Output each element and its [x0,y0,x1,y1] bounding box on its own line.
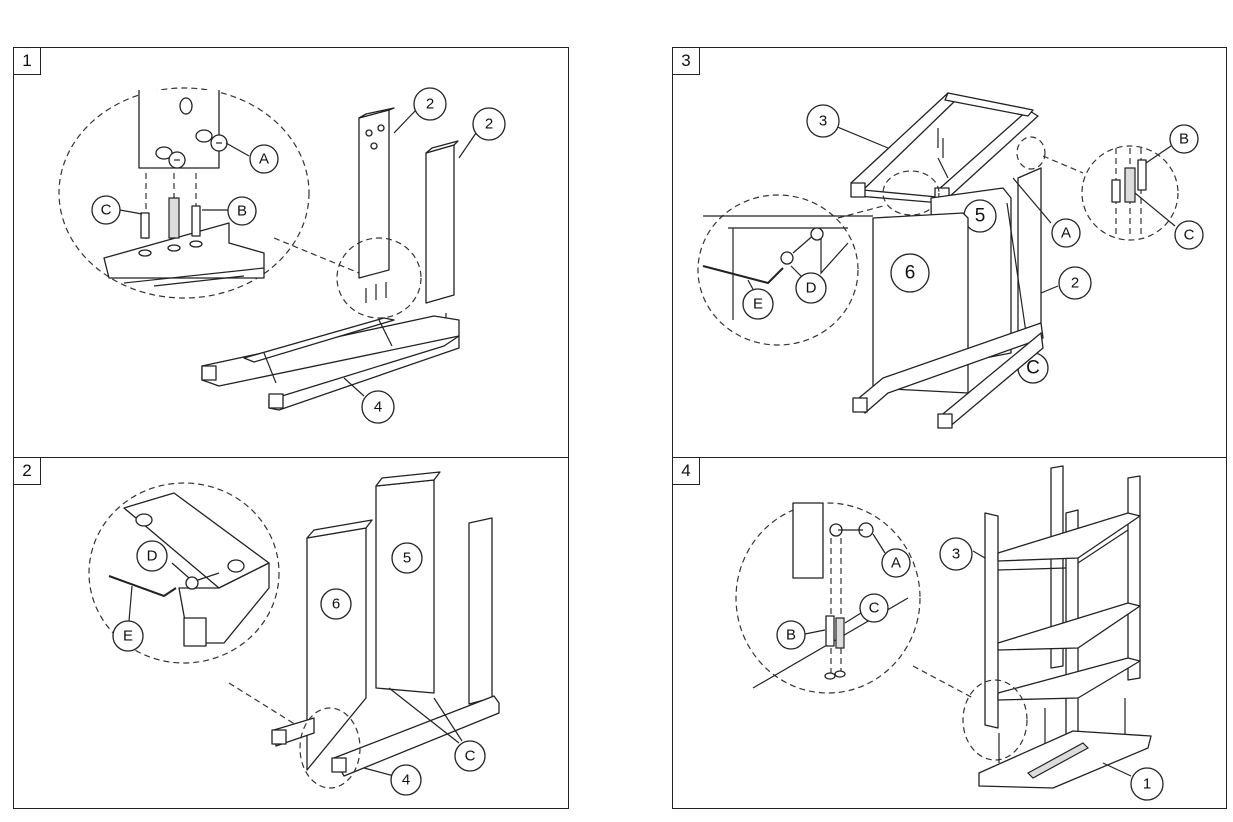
label-C: C [869,600,880,617]
label-E: E [123,628,133,645]
step-4-panel: 4 A C B 3 [672,457,1227,809]
label-C: C [101,202,112,219]
label-part-2: 2 [1071,275,1079,292]
label-part-3: 3 [819,113,827,130]
step-3-illustration: 3 E D 5 6 2 [697,92,1204,429]
label-C-large: C [1026,358,1040,379]
label-part-6: 6 [905,263,916,284]
label-D: D [806,280,817,297]
step-2-panel: 2 D E 6 5 [13,457,569,809]
label-part-4: 4 [374,399,382,416]
label-part-5: 5 [975,206,986,227]
label-part-3: 3 [952,546,960,563]
step-3-panel: 3 3 E D [672,47,1227,458]
label-B: B [786,627,796,644]
label-E: E [753,296,763,313]
step-2-illustration: D E 6 5 4 C [88,471,500,796]
label-part-5: 5 [403,550,411,567]
step-1-number: 1 [14,48,41,75]
label-part-1: 1 [1143,776,1151,793]
step-4-number: 4 [673,458,700,485]
step-1-panel: 1 A B [13,47,569,458]
step-1-illustration: A B C 2 2 [58,87,506,424]
label-D: D [147,548,158,565]
step-3-number: 3 [673,48,700,75]
label-A: A [259,151,269,168]
label-B: B [1179,131,1189,148]
step-4-illustration: A C B 3 1 [735,465,1164,801]
label-part-2-right: 2 [485,116,493,133]
label-part-4: 4 [402,772,410,789]
label-part-2-left: 2 [426,96,434,113]
label-part-6: 6 [332,596,340,613]
label-C: C [1184,227,1195,244]
step-2-number: 2 [14,458,41,485]
label-B: B [237,203,247,220]
label-A: A [1061,225,1071,242]
label-C: C [465,748,476,765]
detail-circle [58,87,310,299]
label-A: A [891,555,901,572]
